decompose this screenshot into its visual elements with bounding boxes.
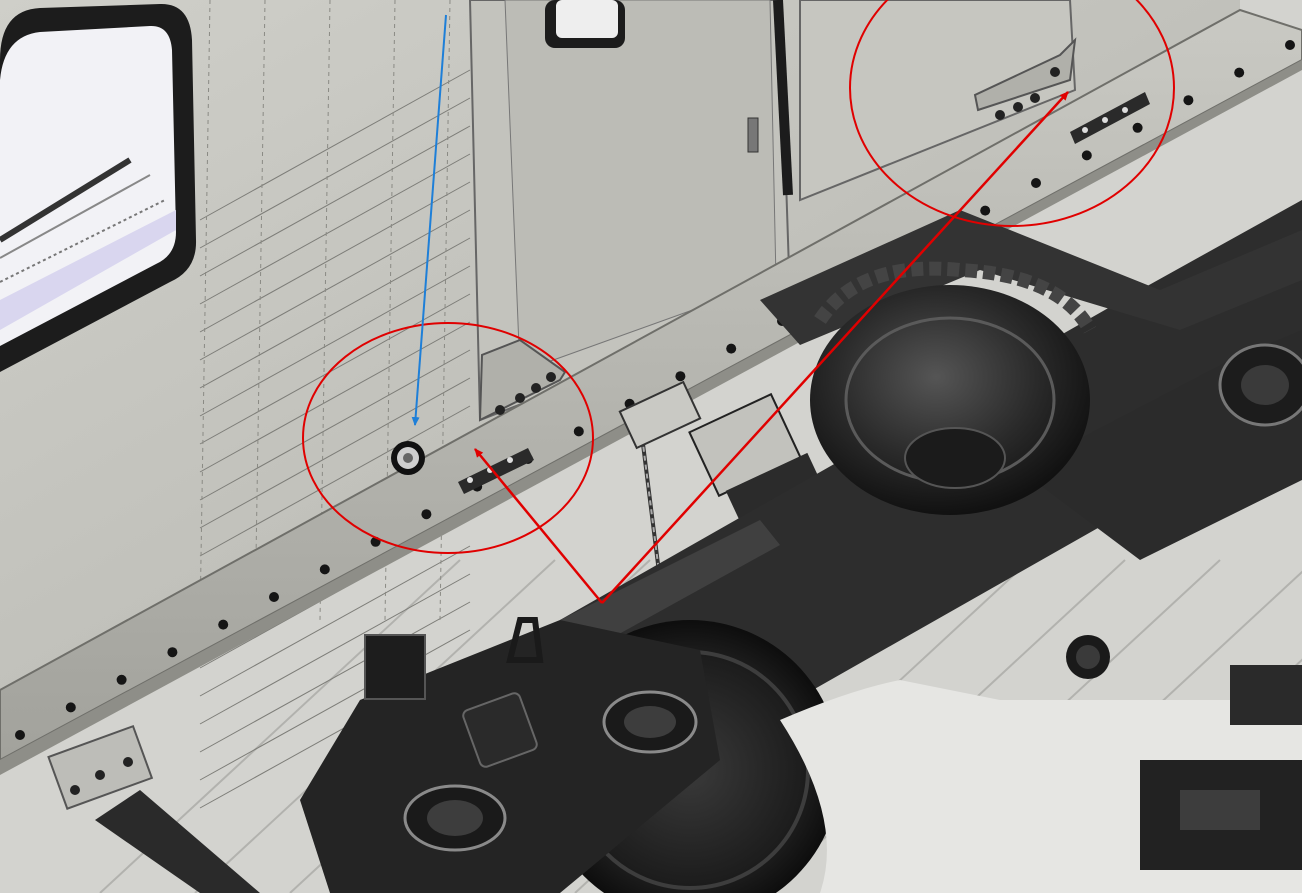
round-fitting [391, 441, 425, 475]
bracket-right [973, 37, 1077, 120]
bogie-right-details [1140, 343, 1302, 870]
car-window [0, 3, 197, 372]
axle-box [300, 617, 720, 893]
cross-member [47, 724, 260, 893]
sensor-pad-right [1070, 92, 1150, 144]
air-spring [810, 261, 1097, 515]
callout-arrow-to-left [474, 448, 603, 604]
pointer-arrow-blue [411, 14, 447, 426]
sensor-pad-left [458, 448, 534, 494]
bracket-left [478, 338, 567, 422]
callout-circle-left [302, 322, 594, 554]
callout-circle-right [849, 0, 1175, 227]
callout-arrow-to-right [601, 91, 1069, 604]
door-panel-right [799, 0, 1077, 202]
